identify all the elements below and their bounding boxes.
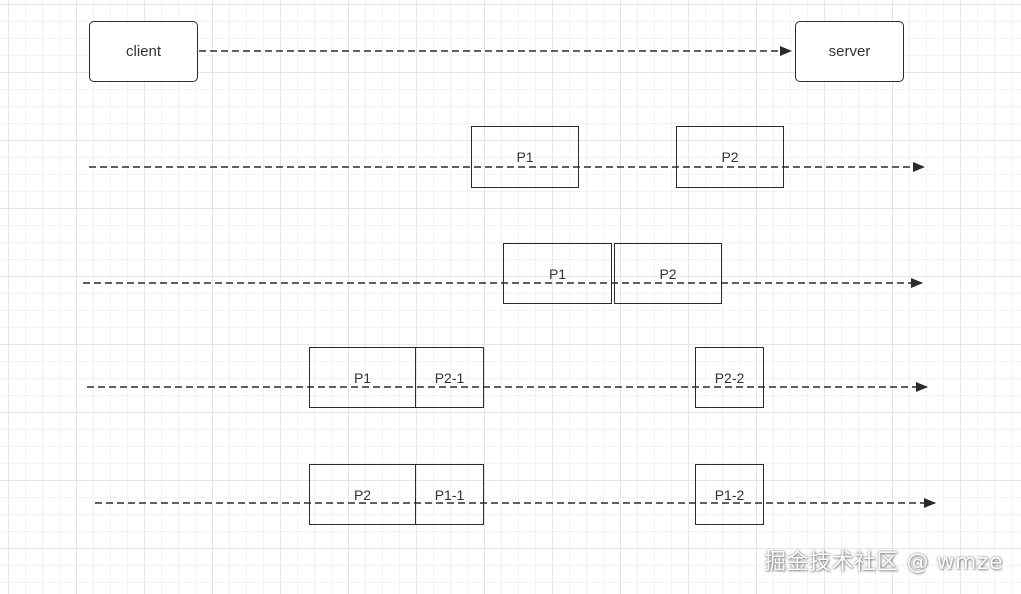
packet-label: P2 xyxy=(353,486,372,503)
packet-label: P2 xyxy=(659,265,677,282)
watermark: 掘金技术社区 @ wmze xyxy=(764,550,1003,575)
server-node: server xyxy=(795,21,904,82)
row-3-packet: P2-1 xyxy=(415,347,484,408)
row-4-packet: P2 xyxy=(309,464,416,525)
packet-label: P1 xyxy=(353,369,372,386)
server-label: server xyxy=(828,43,871,60)
packet-label: P2-1 xyxy=(434,369,465,386)
packet-label: P1-2 xyxy=(714,486,745,503)
row-1-packet: P2 xyxy=(676,126,784,188)
client-label: client xyxy=(125,43,162,60)
packet-label: P2 xyxy=(721,149,739,165)
row-4-packet: P1-2 xyxy=(695,464,764,525)
packet-label: P1-1 xyxy=(434,486,465,503)
row-4-packet: P1-1 xyxy=(415,464,484,525)
row-1-packet: P1 xyxy=(471,126,579,188)
row-3-packet: P1 xyxy=(309,347,416,408)
packet-label: P1 xyxy=(516,149,534,165)
row-2-packet: P1 xyxy=(503,243,612,304)
packet-label: P2-2 xyxy=(714,369,745,386)
row-2-packet: P2 xyxy=(614,243,722,304)
client-node: client xyxy=(89,21,198,82)
packet-label: P1 xyxy=(548,265,567,282)
row-3-packet: P2-2 xyxy=(695,347,764,408)
